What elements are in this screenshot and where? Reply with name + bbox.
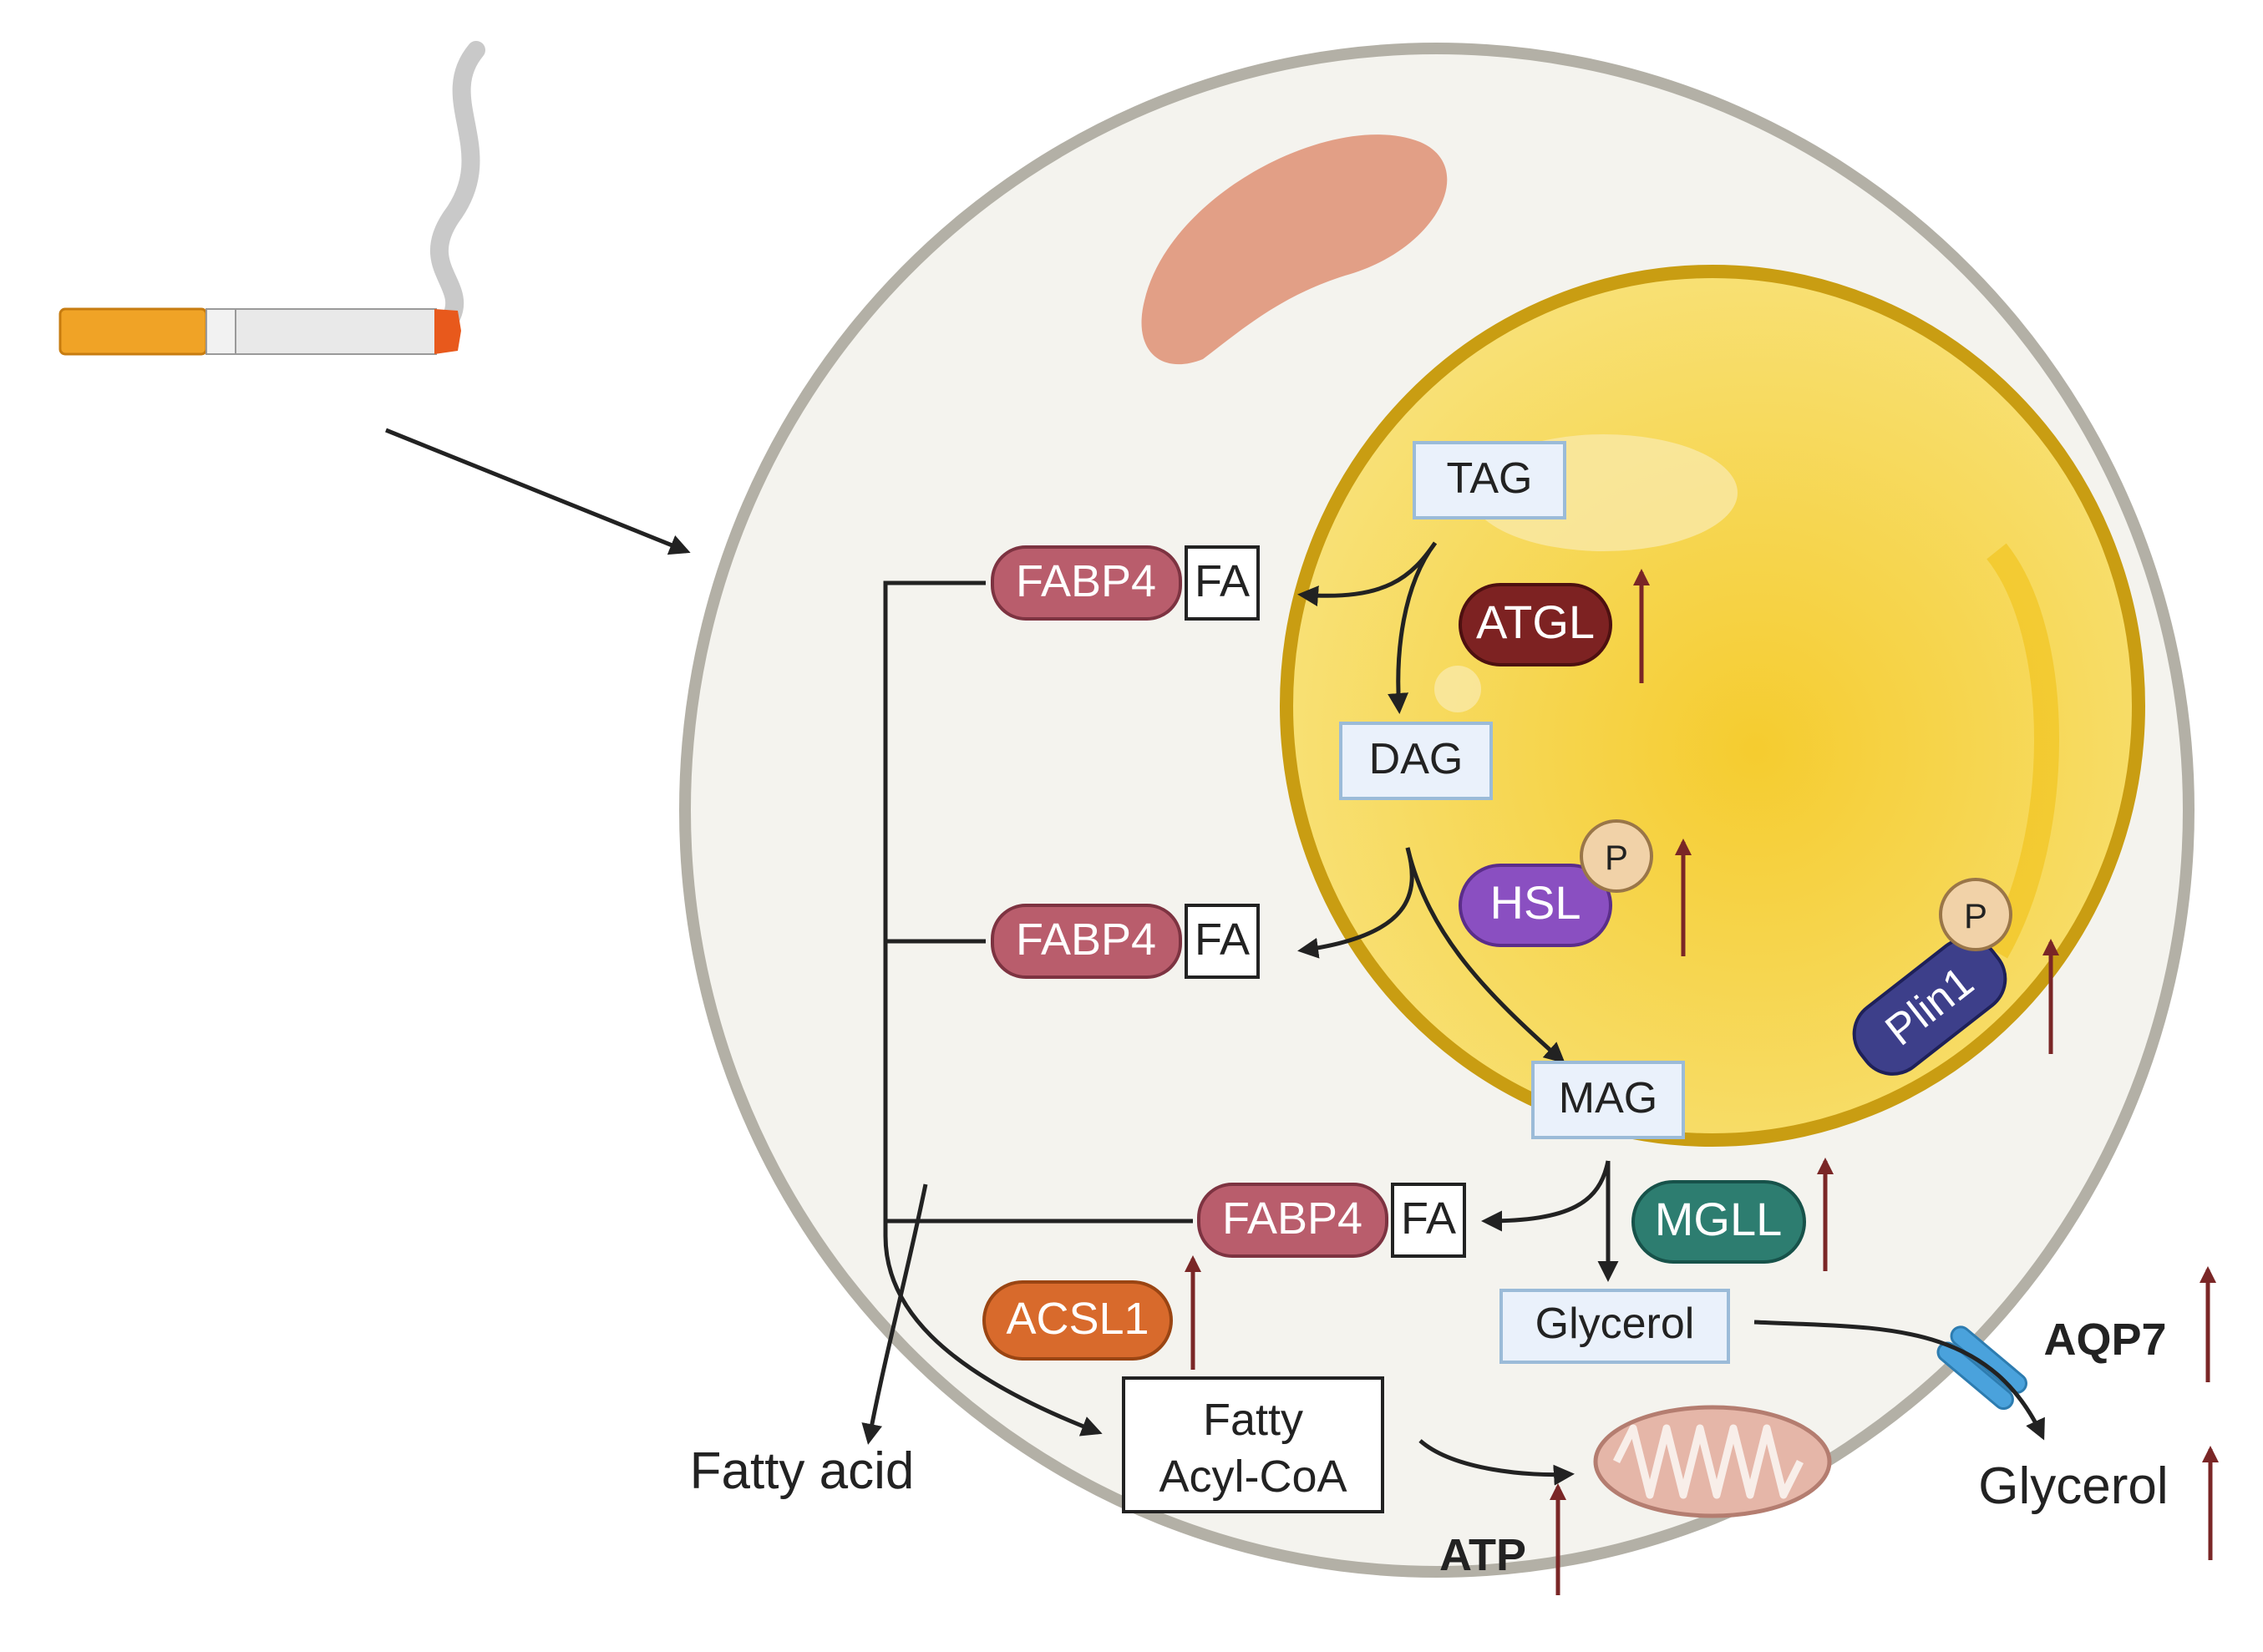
svg-text:Fatty: Fatty [1203, 1395, 1303, 1445]
svg-text:FABP4: FABP4 [1016, 915, 1156, 965]
mgll-enzyme: MGLL [1631, 1180, 1806, 1264]
glycerol-out-label: Glycerol [1978, 1457, 2168, 1515]
cigarette-icon [58, 41, 485, 356]
nucleus-shape [1141, 134, 1448, 365]
svg-text:HSL: HSL [1490, 876, 1581, 929]
svg-text:P: P [1605, 838, 1628, 877]
fabp4-fa-complex-3: FABP4 FA [1197, 1183, 1466, 1258]
svg-text:ACSL1: ACSL1 [1006, 1294, 1149, 1344]
aqp7-channel-icon [1936, 1325, 2027, 1411]
fabp4-fa-complex-1: FABP4 FA [991, 545, 1260, 621]
mag-box: MAG [1531, 1061, 1685, 1139]
phospho-icon [1939, 878, 2012, 951]
mitochondrion-icon [1593, 1405, 1832, 1518]
svg-text:MGLL: MGLL [1655, 1193, 1783, 1245]
atp-label: ATP [1439, 1530, 1526, 1580]
svg-text:Acyl-CoA: Acyl-CoA [1159, 1452, 1347, 1502]
fatty-acyl-coa-box: Fatty Acyl-CoA [1122, 1376, 1384, 1513]
svg-text:FA: FA [1195, 915, 1250, 965]
dag-box: DAG [1339, 722, 1493, 800]
hsl-enzyme: HSL P [1459, 819, 1653, 947]
fatty-acid-label: Fatty acid [690, 1442, 915, 1500]
svg-text:Glycerol: Glycerol [1535, 1300, 1695, 1348]
svg-text:DAG: DAG [1369, 735, 1464, 783]
glycerol-inner-box: Glycerol [1499, 1289, 1730, 1364]
svg-text:P: P [1964, 896, 1987, 935]
phospho-icon [1580, 819, 1653, 893]
svg-text:FA: FA [1401, 1193, 1456, 1244]
aqp7-label: AQP7 [2043, 1315, 2166, 1365]
fabp4-fa-complex-2: FABP4 FA [991, 904, 1260, 979]
svg-text:FABP4: FABP4 [1222, 1193, 1362, 1244]
svg-text:MAG: MAG [1559, 1074, 1657, 1122]
svg-text:FABP4: FABP4 [1016, 556, 1156, 606]
svg-text:TAG: TAG [1446, 454, 1532, 503]
pathway-arrows [861, 541, 2045, 1486]
atgl-enzyme: ATGL [1459, 583, 1612, 666]
tag-box: TAG [1413, 441, 1566, 519]
svg-text:ATGL: ATGL [1476, 595, 1595, 648]
exposure-arrow [385, 428, 691, 555]
upregulation-arrows [1185, 569, 2219, 1595]
svg-text:FA: FA [1195, 556, 1250, 606]
acsl1-enzyme: ACSL1 [982, 1280, 1173, 1361]
lipid-droplet [1280, 265, 2145, 1147]
